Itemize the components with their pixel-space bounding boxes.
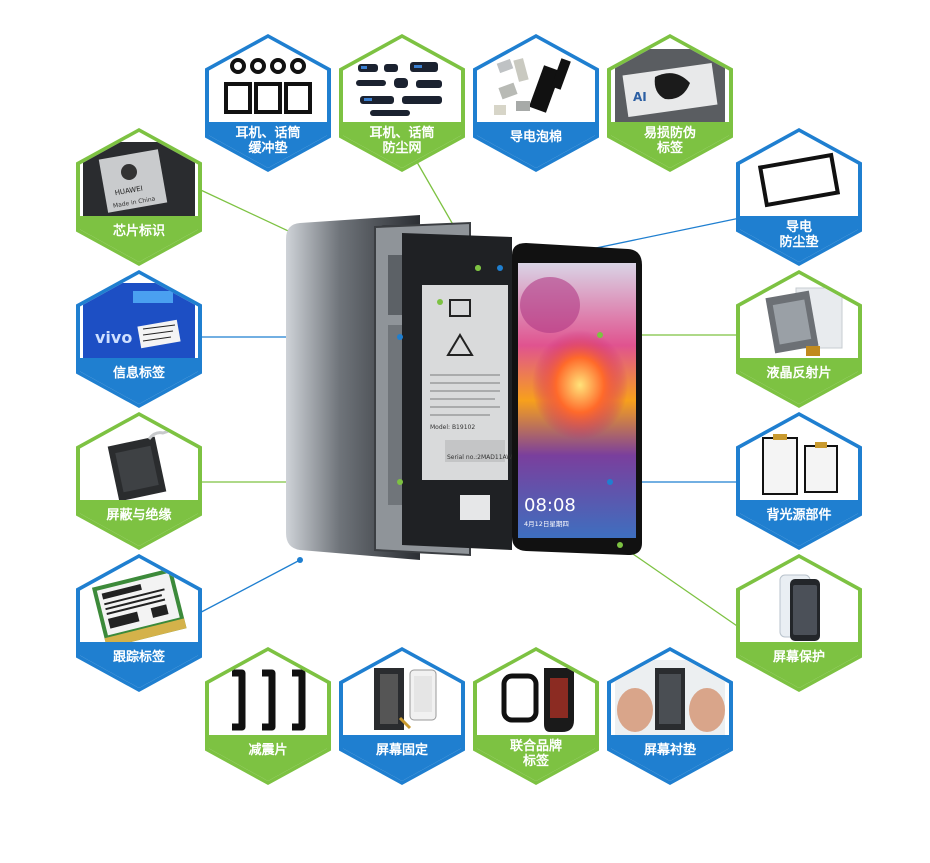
label-backlight-parts: 背光源部件 [766,508,832,523]
label-chip-marking: 芯片标识 [112,224,165,239]
tamper-label-picture: AI [611,48,729,126]
category-backlight-parts: 背光源部件 [736,412,862,550]
label-lcd-reflector: 液晶反射片 [766,366,832,381]
label-tamper-label: 易损防伪 标签 [643,126,696,156]
screen-date: 4月12日星期四 [524,520,569,528]
label-shielding-insulation: 屏蔽与绝缘 [106,508,172,523]
shock-absorber-picture [209,661,327,739]
shielding-picture [80,426,198,504]
label-tracking-label: 跟踪标签 [112,650,165,665]
label-info-label: 信息标签 [112,366,165,381]
cobrand-label-picture [477,661,595,739]
screen-protector-picture [740,568,858,646]
category-screen-fixing: 屏幕固定 [339,647,465,785]
label-conductive-foam: 导电泡棉 [509,130,562,145]
info-brand-text: vivo [95,328,132,347]
battery-serial-text: Serial no.:2MAD11AW [447,454,512,461]
info-label-picture: vivo [80,283,198,363]
chip-marking-picture: HUAWEI Made in China [80,142,198,220]
category-shock-absorber: 减震片 [205,647,331,785]
category-info-label: vivo 信息标签 [76,270,202,408]
category-screen-liner: 屏幕衬垫 [607,647,733,785]
label-screen-protector: 屏幕保护 [772,650,825,665]
category-ear-mic-cushion: 耳机、话筒 缓冲垫 [205,34,331,172]
screen-clock: 08:08 [524,495,576,516]
label-screen-fixing: 屏幕固定 [375,743,428,758]
category-cobrand-label: 联合品牌 标签 [473,647,599,785]
svg-text:AI: AI [633,90,647,104]
backlight-parts-picture [740,426,858,504]
category-screen-protector: 屏幕保护 [736,554,862,692]
connector-right4 [619,544,741,629]
category-chip-marking: HUAWEI Made in China 芯片标识 [76,128,202,266]
label-cobrand-label: 联合品牌 标签 [509,739,562,769]
label-ear-mic-dust-mesh: 耳机、话筒 防尘网 [369,126,435,156]
dust-mesh-picture [343,48,461,126]
category-conductive-dust-pad: 导电 防尘垫 [736,128,862,266]
conductive-dust-pad-picture [740,142,858,220]
category-ear-mic-dust-mesh: 耳机、话筒 防尘网 [339,34,465,172]
category-tamper-label: AI 易损防伪 标签 [607,34,733,172]
screen-liner-picture [611,660,729,740]
category-lcd-reflector: 液晶反射片 [736,270,862,408]
category-conductive-foam: 导电泡棉 [473,34,599,172]
battery-model-text: Model: B19102 [430,424,475,431]
exploded-phone-illustration: Serial no.:2MAD11AW Model: B19102 08:08 … [286,215,642,560]
screen-fixing-picture [343,661,461,739]
label-screen-liner: 屏幕衬垫 [643,743,696,758]
label-conductive-dust-pad: 导电 防尘垫 [779,220,819,250]
category-shielding-insulation: 屏蔽与绝缘 [76,412,202,550]
connector-left4 [189,559,301,619]
ear-cushion-picture [209,48,327,126]
tracking-label-picture [80,567,198,647]
lcd-reflector-picture [740,284,858,362]
label-ear-mic-cushion: 耳机、话筒 缓冲垫 [235,126,301,156]
label-shock-absorber: 减震片 [248,743,288,758]
conductive-foam-picture [477,48,595,126]
category-tracking-label: 跟踪标签 [76,554,202,692]
